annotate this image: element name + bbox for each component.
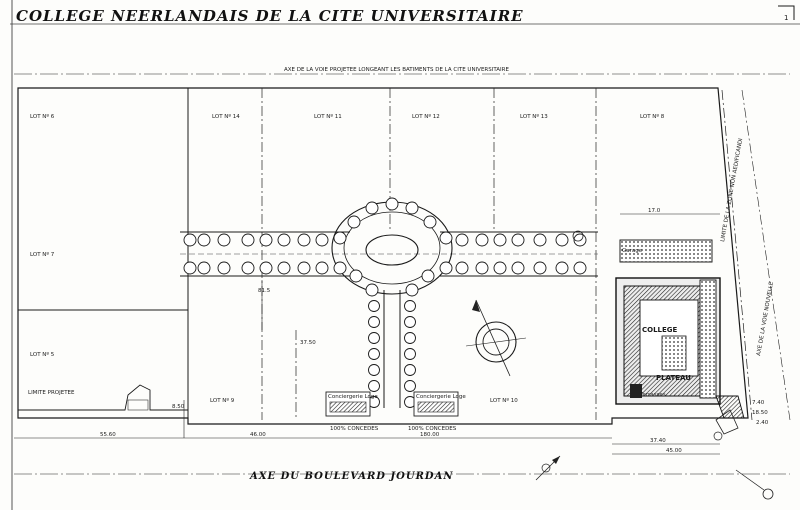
avenue [180, 201, 598, 408]
right-road: LIMITE DE LA ZONE NON AEDIFICANDI AXE DE… [720, 89, 791, 421]
dim-180-00: 180.00 [420, 432, 440, 438]
drawing-title: COLLEGE NEERLANDAIS DE LA CITE UNIVERSIT… [16, 7, 524, 25]
dim-8-50: 8.50 [172, 404, 185, 410]
dim-45-00: 45.00 [666, 448, 682, 454]
top-axis-label: AXE DE LA VOIE PROJETEE LONGEANT LES BAT… [284, 67, 509, 73]
lot-11-label: LOT Nº 11 [314, 113, 342, 120]
sheet-number: 1 [784, 14, 788, 22]
lot-9-label: LOT Nº 9 [210, 397, 235, 404]
bottom-axis-label: AXE DU BOULEVARD JOURDAN [249, 471, 453, 482]
caption-left: 100% CONCEDES [330, 426, 379, 432]
lodge-right-label: Conciergerie Loge [416, 394, 466, 400]
dim-37-40: 37.40 [650, 438, 666, 444]
dim-81-5: 81.5 [258, 288, 271, 294]
lot-12-label: LOT Nº 12 [412, 113, 440, 120]
dim-18-50: 18.50 [752, 410, 768, 416]
lot-8-label: LOT Nº 8 [640, 113, 665, 120]
roundabout-outer [331, 201, 453, 295]
limit-label: LIMITE PROJETEE [28, 390, 75, 396]
lot-6-label: LOT Nº 6 [30, 113, 55, 120]
fountain-feature [465, 299, 527, 377]
dim-17-0: 17.0 [648, 208, 661, 214]
dim-46-00: 46.00 [250, 432, 266, 438]
garage-label: Garage [622, 248, 643, 254]
small-shed [127, 399, 149, 411]
section-marker-icon [572, 230, 774, 500]
dim-37-50: 37.50 [300, 340, 316, 346]
building-label-plateau: PLATEAU [656, 374, 691, 382]
right-road-label-2: AXE DE LA VOIE NOUVELLE [756, 281, 775, 356]
caption-right: 100% CONCEDES [408, 426, 457, 432]
lodge-right: Conciergerie Loge [413, 391, 466, 417]
north-arrow-icon [535, 455, 561, 481]
college-building: COLLEGE PLATEAU Terrasses Garage [615, 239, 745, 419]
lot-14-label: LOT Nº 14 [212, 113, 240, 120]
existing-building-outline [18, 384, 188, 411]
dimension-lines [14, 213, 720, 455]
roundabout-ring [343, 211, 441, 285]
tree-row [183, 197, 587, 408]
sheet-number-tag: 1 [778, 5, 795, 22]
lodge-left: Conciergerie Loge [325, 391, 378, 417]
roundabout-island [365, 234, 419, 266]
dim-2-40: 2.40 [756, 420, 769, 426]
lodge-left-label: Conciergerie Loge [328, 394, 378, 400]
site-boundary [17, 87, 749, 425]
lot-13-label: LOT Nº 13 [520, 113, 548, 120]
lot-5-label: LOT Nº 5 [30, 351, 55, 358]
building-label-terraces: Terrasses [639, 392, 666, 398]
building-label-college: COLLEGE [642, 326, 678, 334]
dim-7-40: 7.40 [752, 400, 765, 406]
dim-55-60: 55.60 [100, 432, 116, 438]
lot-10-label: LOT Nº 10 [490, 397, 518, 404]
lot-7-label: LOT Nº 7 [30, 251, 55, 258]
